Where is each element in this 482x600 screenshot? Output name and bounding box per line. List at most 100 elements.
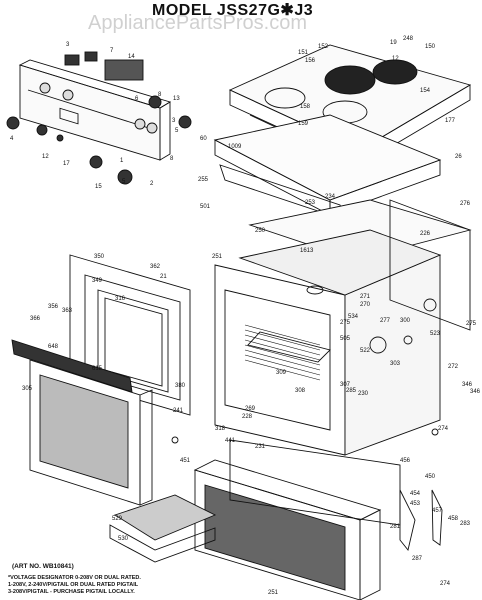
part-number-label: 8 xyxy=(170,156,174,162)
part-number-label: 151 xyxy=(298,50,309,56)
voltage-note-line: *VOLTAGE DESIGNATOR 0-208V OR DUAL RATED… xyxy=(8,575,141,581)
part-number-label: 529 xyxy=(112,516,123,522)
part-number-label: 300 xyxy=(400,318,411,324)
part-number-label: 158 xyxy=(300,104,311,110)
part-number-label: 305 xyxy=(22,386,33,392)
part-number-label: 350 xyxy=(94,254,105,260)
part-number-label: 366 xyxy=(30,316,41,322)
part-number-label: 12 xyxy=(42,154,49,160)
part-number-label: 316 xyxy=(115,296,126,302)
part-number-label: 251 xyxy=(268,590,279,596)
part-number-label: 346 xyxy=(462,382,473,388)
part-number-label: 274 xyxy=(438,426,449,432)
part-number-label: 241 xyxy=(173,408,184,414)
part-number-label: 270 xyxy=(360,302,371,308)
voltage-note: *VOLTAGE DESIGNATOR 0-208V OR DUAL RATED… xyxy=(8,575,228,596)
broiler-pan xyxy=(109,494,217,563)
part-number-label: 177 xyxy=(445,118,456,124)
control-panel xyxy=(18,59,172,161)
part-number-label: 458 xyxy=(448,516,459,522)
part-number-label: 308 xyxy=(295,388,306,394)
art-number: (ART NO. WB10841) xyxy=(12,563,74,570)
part-number-label: 226 xyxy=(420,231,431,237)
part-number-label: 1613 xyxy=(300,248,314,254)
part-number-label: 274 xyxy=(440,581,451,587)
part-number-label: 349 xyxy=(92,278,103,284)
voltage-note-line: 3-208V/PIGTAIL - PURCHASE PIGTAIL LOCALL… xyxy=(8,589,135,595)
part-number-label: 156 xyxy=(305,58,316,64)
part-number-label: 228 xyxy=(242,414,253,420)
part-number-label: 231 xyxy=(255,444,266,450)
part-number-label: 15 xyxy=(95,184,102,190)
part-number-label: 615 xyxy=(92,366,103,372)
part-number-label: 17 xyxy=(63,161,70,167)
part-number-label: 253 xyxy=(305,200,316,206)
part-number-label: 2 xyxy=(150,181,154,187)
part-number-label: 309 xyxy=(276,370,287,376)
part-number-label: 457 xyxy=(432,508,443,514)
part-number-label: 318 xyxy=(215,426,226,432)
part-number-label: 1009 xyxy=(228,144,242,150)
part-number-label: 276 xyxy=(460,201,471,207)
part-number-label: 150 xyxy=(425,44,436,50)
part-number-label: 250 xyxy=(255,228,266,234)
part-number-label: 4 xyxy=(10,136,14,142)
part-number-label: 285 xyxy=(346,388,357,394)
support-frame xyxy=(213,114,442,221)
watermark: AppliancePartsPros.com xyxy=(88,12,307,34)
part-number-label: 648 xyxy=(48,344,59,350)
part-number-label: 5 xyxy=(175,128,179,134)
part-number-label: 363 xyxy=(62,308,73,314)
part-number-label: 251 xyxy=(212,254,223,260)
part-number-label: 451 xyxy=(180,458,191,464)
part-number-label: 307 xyxy=(340,382,351,388)
part-number-label: 501 xyxy=(200,204,211,210)
voltage-note-line: 1-208V, 2-240V/PIGTAIL OR DUAL RATED PIG… xyxy=(8,582,139,588)
part-number-label: 154 xyxy=(420,88,431,94)
part-number-label: 14 xyxy=(128,54,135,60)
part-number-label: 12 xyxy=(392,56,399,62)
control-knobs xyxy=(6,51,192,185)
part-labels: 3147681325604121715115215115615015415815… xyxy=(10,36,481,596)
part-number-label: 3 xyxy=(66,42,70,48)
part-number-label: 530 xyxy=(118,536,129,542)
part-number-label: 7 xyxy=(110,48,114,54)
part-number-label: 281 xyxy=(390,524,401,530)
part-number-label: 453 xyxy=(410,501,421,507)
part-number-label: 441 xyxy=(225,438,236,444)
part-number-label: 5 xyxy=(122,179,126,185)
part-number-label: 380 xyxy=(175,383,186,389)
part-number-label: 275 xyxy=(466,321,477,327)
oven-cabinet xyxy=(214,199,472,456)
model-title: MODEL JSS27G✱J3 xyxy=(152,2,314,19)
part-number-label: 19 xyxy=(390,40,397,46)
part-number-label: 505 xyxy=(340,336,351,342)
part-number-label: 277 xyxy=(380,318,391,324)
part-number-label: 234 xyxy=(325,194,336,200)
part-number-label: 450 xyxy=(425,474,436,480)
part-number-label: 272 xyxy=(448,364,459,370)
part-number-label: 1 xyxy=(120,158,124,164)
part-number-label: 269 xyxy=(245,406,256,412)
part-number-label: 522 xyxy=(360,348,371,354)
oven-door xyxy=(11,254,191,506)
part-number-label: 230 xyxy=(358,391,369,397)
part-number-label: 534 xyxy=(348,314,359,320)
part-number-label: 346 xyxy=(470,389,481,395)
part-number-label: 283 xyxy=(460,521,471,527)
part-number-label: 356 xyxy=(48,304,59,310)
part-number-label: 523 xyxy=(430,331,441,337)
part-number-label: 248 xyxy=(403,36,414,42)
part-number-label: 3 xyxy=(172,118,176,124)
hinge-parts xyxy=(171,335,443,552)
side-panel xyxy=(389,199,471,331)
part-number-label: 454 xyxy=(410,491,421,497)
part-number-label: 271 xyxy=(360,294,371,300)
part-number-label: 255 xyxy=(198,177,209,183)
part-number-label: 303 xyxy=(390,361,401,367)
part-number-label: 6 xyxy=(135,96,139,102)
part-number-label: 8 xyxy=(158,92,162,98)
part-number-label: 287 xyxy=(412,556,423,562)
